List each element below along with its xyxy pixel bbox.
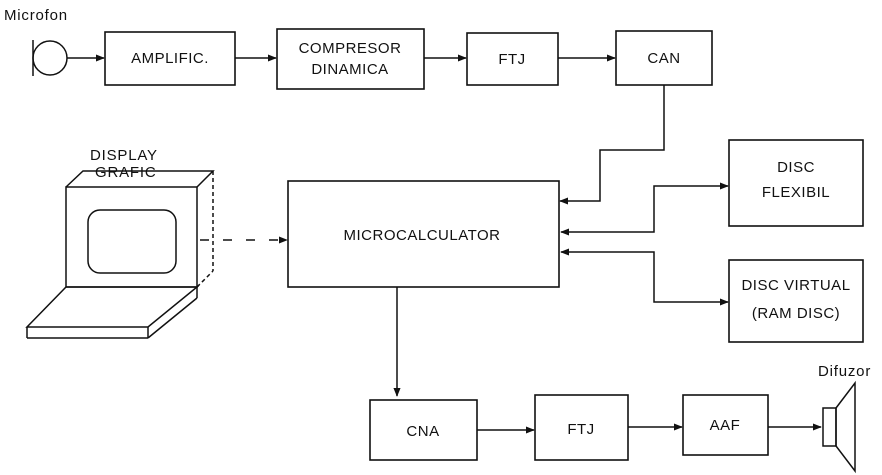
can-label: CAN — [647, 50, 680, 67]
microphone-icon — [33, 40, 67, 76]
compressor-label-line2: DINAMICA — [311, 61, 388, 78]
ftj-input-label: FTJ — [498, 51, 525, 68]
amplifier-block: AMPLIFIC. — [105, 32, 235, 85]
microphone-label: Microfon — [4, 7, 68, 24]
can-block: CAN — [616, 31, 712, 85]
display-sublabel: GRAFIC — [95, 164, 156, 181]
arrow-can-to-microcalculator — [560, 85, 664, 201]
arrow-microcalculator-disc-virtual — [561, 252, 728, 302]
microcalculator-label: MICROCALCULATOR — [344, 227, 501, 244]
cna-block: CNA — [370, 400, 477, 460]
ftj-output-label: FTJ — [567, 421, 594, 438]
compressor-label-line1: COMPRESOR — [299, 40, 402, 57]
disc-virtual-label-line2: (RAM DISC) — [752, 305, 840, 322]
disc-virtual-label-line1: DISC VIRTUAL — [741, 277, 850, 294]
compressor-block: COMPRESOR DINAMICA — [277, 29, 424, 89]
graphic-display-icon — [27, 171, 213, 338]
disc-virtual-block: DISC VIRTUAL (RAM DISC) — [729, 260, 863, 342]
cna-label: CNA — [406, 423, 439, 440]
disc-flexibil-label-line1: DISC — [777, 159, 815, 176]
speaker-label: Difuzor — [818, 363, 871, 380]
aaf-block: AAF — [683, 395, 768, 455]
arrow-microcalculator-disc-flexibil — [561, 186, 728, 232]
disc-flexibil-block: DISC FLEXIBIL — [729, 140, 863, 226]
ftj-output-block: FTJ — [535, 395, 628, 460]
speaker-icon — [823, 383, 855, 471]
display-label: DISPLAY — [90, 147, 158, 164]
microcalculator-block: MICROCALCULATOR — [288, 181, 559, 287]
amplifier-label: AMPLIFIC. — [131, 50, 209, 67]
disc-flexibil-label-line2: FLEXIBIL — [762, 184, 830, 201]
aaf-label: AAF — [710, 417, 741, 434]
ftj-input-block: FTJ — [467, 33, 558, 85]
